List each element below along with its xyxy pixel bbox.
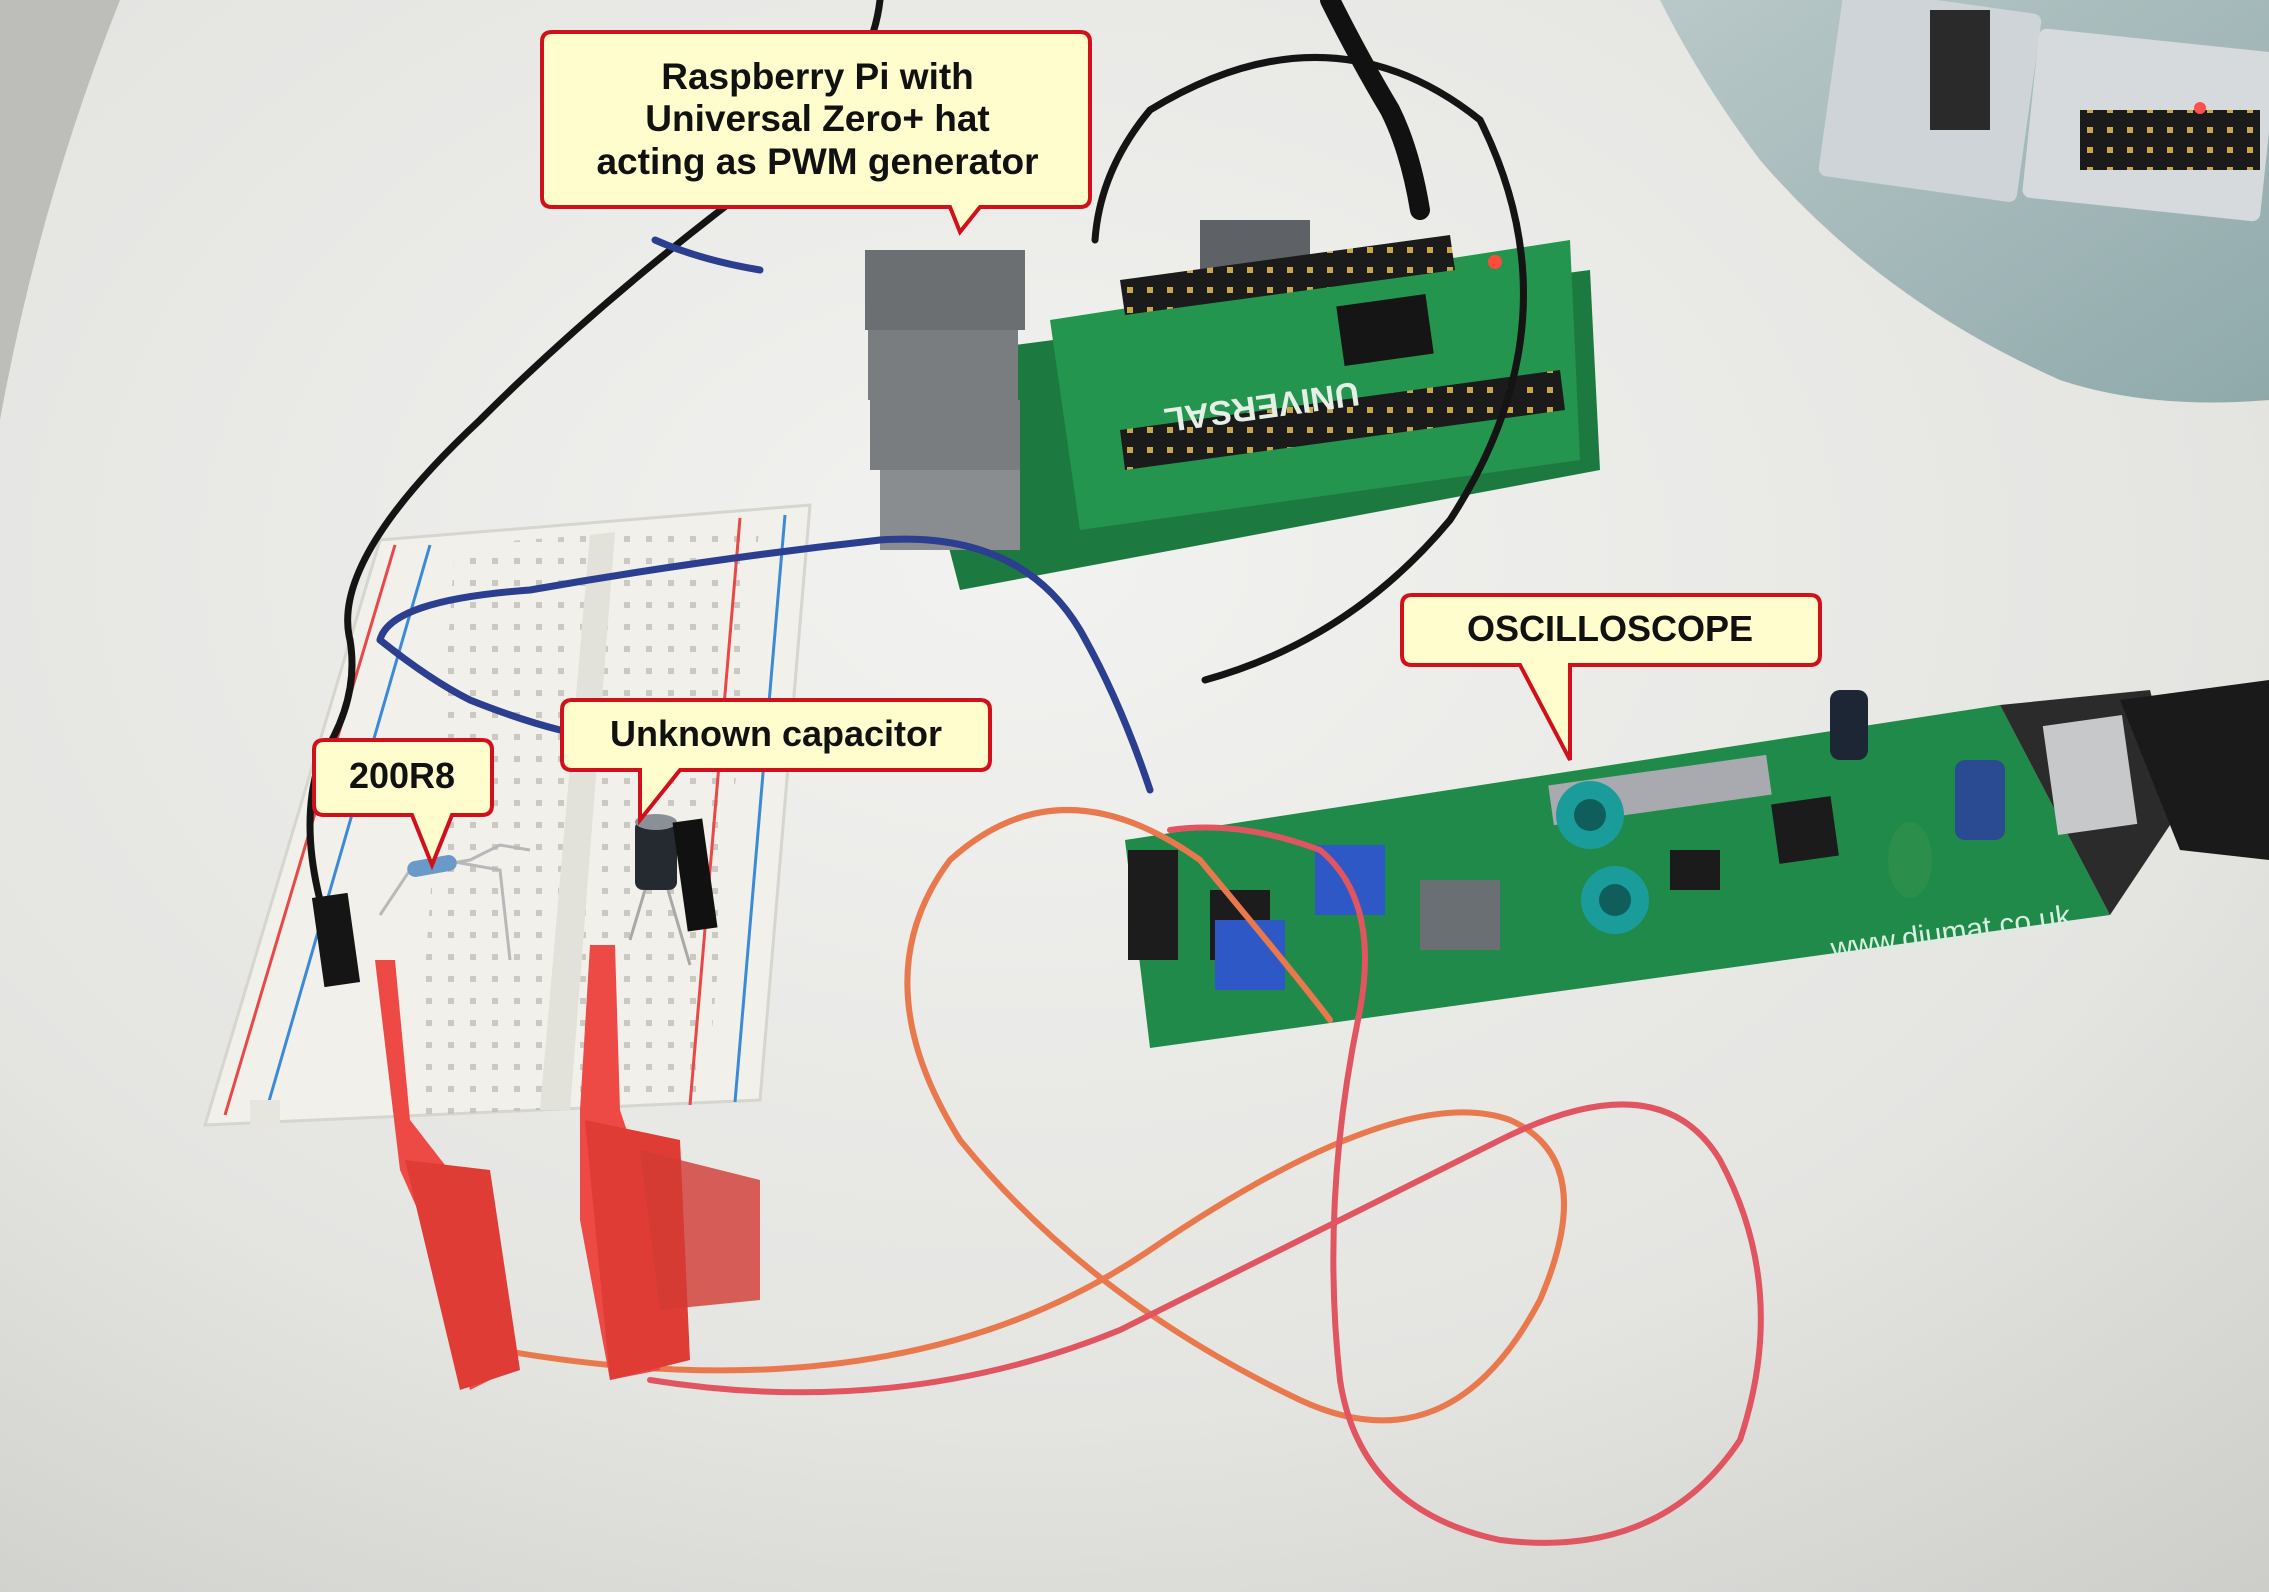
blue-wire [376, 236, 1154, 794]
table-edge-shadow [0, 0, 120, 420]
probe-clip-right [580, 945, 760, 1380]
blue-wire-loop [376, 636, 564, 734]
background-boards [1818, 0, 2269, 222]
black-wire-right [1091, 54, 1527, 684]
callout-capacitor-label: Unknown capacitor [609, 713, 943, 755]
capacitor [628, 814, 718, 966]
raspberry-pi-board: UNIVERSAL [865, 220, 1600, 590]
callout-raspberry-pi [540, 30, 1092, 236]
callout-raspberry-pi-label: Raspberry Pi with Universal Zero+ hat ac… [596, 55, 1039, 182]
callout-resistor-label: 200R8 [348, 755, 456, 797]
callout-oscilloscope [1400, 593, 1822, 761]
callout-oscilloscope-label: OSCILLOSCOPE [1466, 608, 1754, 650]
orange-wire [497, 807, 1567, 1424]
probe-clip-left [375, 960, 520, 1390]
oscilloscope-board: www.diumat.co.uk [1125, 680, 2269, 1048]
callout-resistor [312, 738, 494, 870]
black-cable [1320, 0, 1430, 220]
black-jumper [311, 892, 361, 988]
pink-wire [647, 824, 1764, 1546]
callout-capacitor [560, 698, 992, 825]
